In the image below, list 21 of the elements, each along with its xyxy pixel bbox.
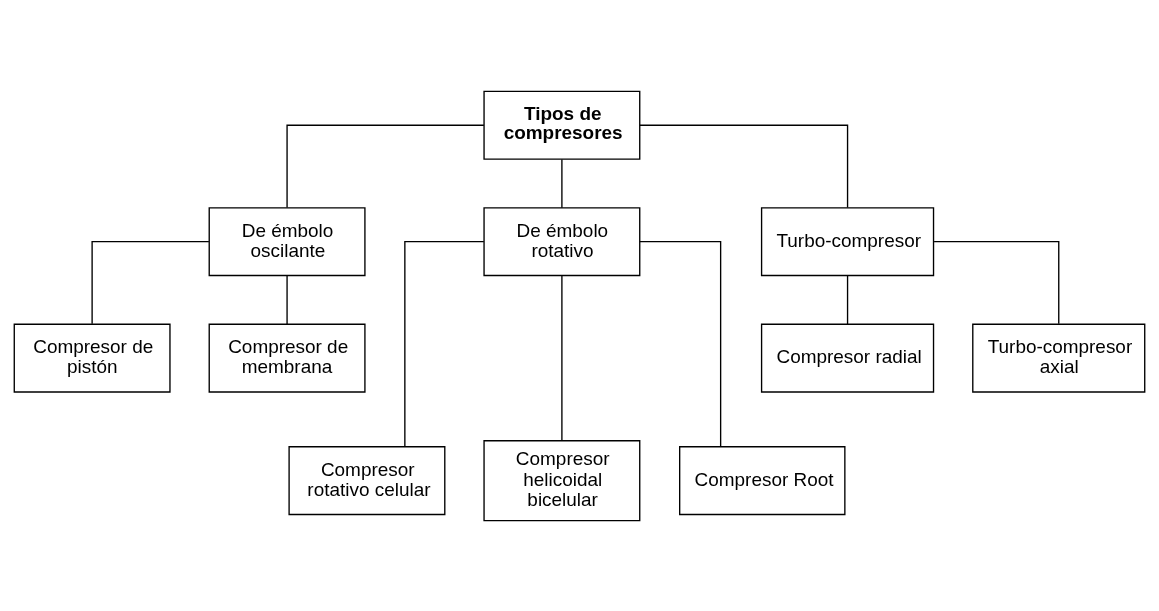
node-box: Turbo-compresor axial [972, 323, 1146, 393]
connector [846, 274, 849, 325]
connector [639, 124, 849, 208]
node-box: De émbolo oscilante [208, 206, 366, 276]
connector [561, 158, 563, 208]
connector [639, 240, 722, 447]
connector [561, 274, 563, 441]
node-box: Compresor rotativo celular [288, 445, 446, 515]
node-box: Compresor de membrana [208, 323, 366, 393]
node-box: De émbolo rotativo [483, 206, 641, 276]
node-box: Compresor helicoidal bicelular [483, 439, 641, 521]
connector [286, 124, 485, 208]
node-box: Turbo-compresor [760, 206, 935, 276]
node-box: Tipos de compresores [483, 90, 641, 160]
node-box: Compresor Root [679, 445, 846, 515]
connector [91, 240, 210, 324]
connector [286, 274, 288, 325]
connector [404, 240, 485, 447]
connector [933, 240, 1060, 324]
node-box: Compresor de pistón [13, 323, 171, 393]
node-box: Compresor radial [760, 323, 935, 393]
